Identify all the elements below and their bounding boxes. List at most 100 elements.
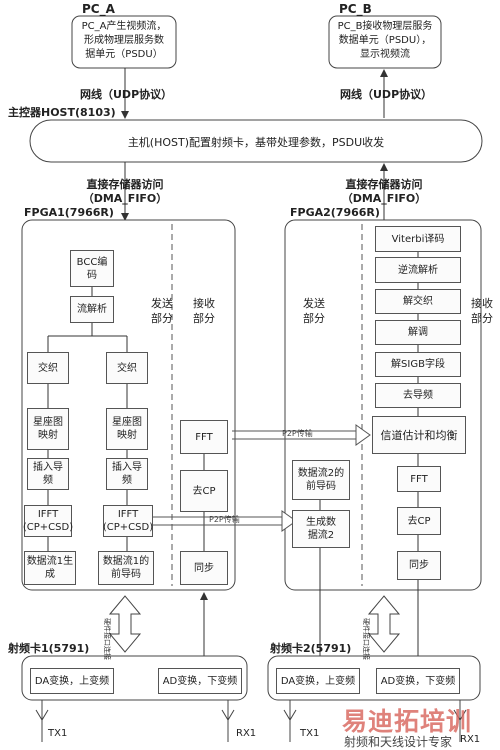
fpga2-tx-label-line1: 发送 — [303, 297, 325, 310]
hw-link-left-arrow — [108, 595, 142, 653]
dma-right-line2: （DMA_FIFO） — [341, 192, 427, 205]
ifft-b-line1: IFFT — [117, 509, 139, 520]
dma-right: 直接存储器访问 （DMA_FIFO） — [319, 178, 449, 206]
fpga2-label: FPGA2(7966R) — [290, 206, 380, 219]
ifft-a-line2: (CP+CSD) — [22, 522, 74, 533]
fpga2-tx-label: 发送 部分 — [300, 296, 328, 326]
dma-left-line1: 直接存储器访问 — [86, 178, 164, 191]
antenna-rx2 — [453, 700, 467, 742]
rf2-rx-label: RX1 — [460, 734, 481, 745]
stream2-gen-line2: 据流2 — [307, 530, 335, 541]
mapping-b-line1: 星座图 — [112, 417, 142, 428]
antenna-rx1 — [221, 700, 235, 742]
remove-cp1-block: 去CP — [180, 470, 228, 512]
p2p-top-label: P2P传输 — [282, 429, 313, 438]
pc-a-desc: PC_A产生视频流， 形成物理层服务数 据单元（PSDU） — [72, 20, 176, 62]
sync2-block: 同步 — [397, 551, 441, 580]
pc-b-desc-line3: 显示视频流 — [360, 49, 410, 60]
pilot-a-line1: 插入导 — [33, 462, 63, 473]
pc-a-box — [71, 15, 177, 69]
pilot-b-line1: 插入导 — [112, 462, 142, 473]
rf2-da-block: DA变换，上变频 — [276, 668, 360, 694]
rf1-da-block: DA变换，上变频 — [30, 668, 114, 694]
stream2-preamble-line1: 数据流2的 — [297, 468, 345, 479]
fpga2-rx-label-line2: 部分 — [471, 312, 493, 325]
ifft-b-block: IFFT (CP+CSD) — [103, 505, 153, 537]
antenna-tx2 — [283, 700, 297, 742]
watermark-brand: 易迪拓培训 — [342, 707, 473, 736]
interleave-b-block: 交织 — [106, 352, 148, 384]
pc-a-desc-line3: 据单元（PSDU） — [85, 49, 163, 60]
stream1-preamble-line2: 前导码 — [111, 569, 141, 580]
rf1-tx-label: TX1 — [48, 728, 68, 739]
pilot-b-block: 插入导 频 — [106, 458, 148, 490]
pilot-b-line2: 频 — [122, 475, 132, 486]
dma-right-line1: 直接存储器访问 — [345, 178, 423, 191]
inverse-parse-block: 逆流解析 — [375, 257, 461, 283]
ifft-a-line1: IFFT — [37, 509, 59, 520]
depilot-block: 去导频 — [375, 383, 461, 408]
pc-b-desc: PC_B接收物理层服务 数据单元（PSDU）， 显示视频流 — [329, 20, 441, 62]
fpga2-rx-label: 接收 部分 — [468, 296, 496, 326]
bcc-encoder-block: BCC编 码 — [70, 250, 114, 287]
pc-b-label: PC_B — [339, 2, 372, 16]
fft2-block: FFT — [397, 466, 441, 492]
rf1-ad-block: AD变换，下变频 — [158, 668, 242, 694]
mapping-b-block: 星座图 映射 — [106, 408, 148, 450]
fpga1-rx-label: 接收 部分 — [190, 296, 218, 326]
pc-b-box — [328, 15, 442, 69]
antenna-tx1 — [35, 700, 49, 742]
fpga1-tx-label: 发送 部分 — [150, 296, 174, 326]
remove-cp2-block: 去CP — [397, 507, 441, 535]
ifft-a-block: IFFT (CP+CSD) — [22, 505, 74, 537]
fpga2-tx-label-line2: 部分 — [303, 312, 325, 325]
fft1-block: FFT — [180, 420, 228, 454]
host-desc: 主机(HOST)配置射频卡，基带处理参数，PSDU收发 — [127, 136, 385, 149]
sigb-block: 解SIGB字段 — [375, 352, 461, 377]
network-label-left: 网线（UDP协议） — [80, 88, 173, 101]
fpga1-tx-label-line1: 发送 — [151, 297, 173, 310]
rf2-ad-block: AD变换，下变频 — [376, 668, 460, 694]
deinterleave-block: 解交织 — [375, 289, 461, 314]
fpga1-rx-label-line2: 部分 — [193, 312, 215, 325]
bcc-encoder-line1: BCC编 — [76, 256, 108, 268]
stream1-gen-line1: 数据流1生 — [26, 556, 74, 567]
demod-block: 解调 — [375, 320, 461, 345]
channel-eq-block: 信道估计和均衡 — [372, 416, 466, 454]
mapping-a-block: 星座图 映射 — [27, 408, 69, 450]
fpga1-label: FPGA1(7966R) — [24, 206, 114, 219]
pc-a-desc-line1: PC_A产生视频流， — [81, 21, 167, 32]
stream2-preamble-block: 数据流2的 前导码 — [292, 460, 350, 500]
mapping-b-line2: 映射 — [117, 430, 137, 441]
mapping-a-line1: 星座图 — [33, 417, 63, 428]
bcc-encoder-line2: 码 — [87, 269, 97, 281]
pilot-a-line2: 频 — [43, 475, 53, 486]
rf1-rx-label: RX1 — [236, 728, 257, 739]
p2p-top-arrow — [232, 424, 371, 446]
fpga1-tx-label-line2: 部分 — [151, 312, 173, 325]
network-label-right: 网线（UDP协议） — [340, 88, 433, 101]
fpga2-rx-label-line1: 接收 — [471, 297, 493, 310]
interleave-a-block: 交织 — [27, 352, 69, 384]
pc-b-desc-line1: PC_B接收物理层服务 — [337, 21, 433, 32]
rf2-label: 射频卡2(5791) — [270, 642, 352, 655]
hw-link-right-label: 硬件接口连接 — [362, 618, 370, 660]
hw-link-right-arrow — [367, 595, 401, 653]
stream2-gen-block: 生成数 据流2 — [292, 510, 350, 548]
dma-left-line2: （DMA_FIFO） — [82, 192, 168, 205]
pc-b-desc-line2: 数据单元（PSDU）， — [338, 35, 432, 46]
pc-a-desc-line2: 形成物理层服务数 — [84, 35, 164, 46]
viterbi-block: Viterbi译码 — [375, 226, 461, 252]
pc-a-label: PC_A — [82, 2, 115, 16]
hw-link-left-label: 硬件接口连接 — [103, 618, 111, 660]
dma-left: 直接存储器访问 （DMA_FIFO） — [60, 178, 190, 206]
ifft-b-line2: (CP+CSD) — [102, 522, 154, 533]
watermark-tagline: 射频和天线设计专家 — [344, 735, 453, 749]
stream2-gen-line1: 生成数 — [306, 517, 336, 528]
stream1-gen-line2: 成 — [45, 569, 55, 580]
fpga1-rx-label-line1: 接收 — [193, 297, 215, 310]
mapping-a-line2: 映射 — [38, 430, 58, 441]
p2p-bottom-label: P2P传输 — [209, 515, 240, 524]
pilot-a-block: 插入导 频 — [27, 458, 69, 490]
